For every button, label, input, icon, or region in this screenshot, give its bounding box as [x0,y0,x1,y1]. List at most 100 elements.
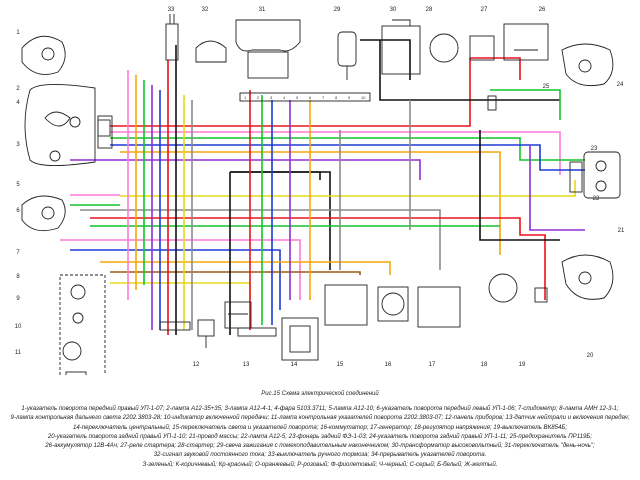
callout-number: 5 [16,182,20,188]
connector-pin-number: 10 [361,95,366,100]
connector-pin-number: 8 [335,95,338,100]
legend-line: 32-сигнал звуковой постоянного тока; 33-… [153,451,487,459]
legend-line: 20-указатель поворота задний правый УП-1… [47,432,593,440]
wire-black-right [360,39,560,101]
handbrake-switch [165,14,179,61]
front-right-turn-signal [21,35,66,75]
wire-blue-lower [70,249,281,310]
wire-green-upper [110,137,585,161]
wire-green-right [490,89,561,120]
wire-orange-upper [120,151,501,255]
connector-right [569,161,583,193]
callout-number: 23 [591,146,598,152]
callout-number: 30 [390,7,397,13]
connector-bottom-mid [237,327,277,337]
legend-line: З-зеленый; К-коричневый; Кр-красный; О-о… [142,460,498,468]
wire-red-lower [90,217,546,300]
callout-number: 3 [16,142,20,148]
callout-number: 21 [618,228,625,234]
connector-left [97,115,113,149]
callout-number: 32 [202,7,209,13]
callout-number: 4 [16,100,20,106]
connector-pin-number: 3 [270,95,273,100]
legend-line: 1-указатель поворота передний правый УП-… [21,405,619,412]
wire-pink-lower [60,239,301,300]
spark-plug [337,31,357,80]
connector-pin-number: 9 [348,95,351,100]
connector-pin-number: 1 [244,95,247,100]
day-night-switch [235,19,301,79]
callout-number: 27 [481,7,488,13]
connector-pin-number: 4 [283,95,286,100]
callout-number: 33 [168,7,175,13]
wire-yellow-mid [120,180,576,197]
wire-blue-upper [110,144,585,171]
callout-number: 10 [15,324,22,330]
generator [377,286,409,322]
legend-line: 9-лампа контрольная дальнего света 2202.… [10,414,630,422]
horn [195,40,227,63]
wire-red-right [470,57,521,80]
callout-number: 6 [16,208,20,214]
callout-number: 7 [16,250,20,256]
callout-number: 20 [587,353,594,359]
wire-purple-right [529,145,585,231]
connector-top [239,92,371,102]
switch-vk854b [534,287,548,303]
neutral-sensor [197,319,215,348]
component-legend: 1-указатель поворота передний правый УП-… [2,404,638,469]
wire-black-main [229,171,321,335]
wire-brown [110,271,361,275]
starter [429,33,459,63]
callout-number: 2 [16,86,20,92]
legend-line: 26-аккумулятор 12В-4Ач; 27-реле стартера… [45,442,595,450]
battery [503,23,549,61]
callout-number: 18 [481,362,488,368]
callout-number: 28 [426,7,433,13]
ignition-coil [381,19,421,75]
callout-number: 17 [429,362,436,368]
callout-number: 15 [337,362,344,368]
instrument-panel [59,274,106,375]
callout-number: 8 [16,274,20,280]
legend-line: 14-переключатель центральный; 15-переклю… [72,423,568,431]
light-switch [281,317,319,361]
callout-number: 22 [593,196,600,202]
callout-number: 31 [259,7,266,13]
callout-number: 11 [15,350,22,356]
wire-red-upper [110,58,471,127]
wire-grey-mid [80,209,441,270]
callout-number: 12 [193,362,200,368]
wire-black-rightvert [479,130,560,241]
connector-pin-number: 7 [322,95,325,100]
central-switch [224,301,252,329]
commutator [324,284,368,326]
connector-bottom-left [159,321,191,331]
wire-yellow-lower [110,282,251,300]
callout-number: 14 [291,362,298,368]
callout-number: 9 [16,296,20,302]
wire-purple-mid [70,159,421,180]
fuse [487,95,497,111]
rear-right-turn-signal [561,43,614,87]
rear-lamp [583,151,621,199]
wiring-diagram: 1234567891011333231293028272625242322212… [15,7,625,375]
components [21,14,621,375]
callout-number: 1 [16,30,20,36]
callout-number: 24 [617,82,624,88]
callout-number: 16 [385,362,392,368]
rear-left-turn-signal [561,254,614,300]
starter-relay [469,35,495,61]
connector-pin-number: 5 [296,95,299,100]
front-left-turn-signal [21,195,66,232]
connector-pin-number: 2 [257,95,260,100]
callout-number: 25 [543,84,550,90]
callout-number: 19 [519,362,526,368]
callout-number: 29 [334,7,341,13]
figure-caption: Рис.15 Схема электрической соединений [261,391,379,397]
connector-pin-number: 6 [309,95,312,100]
headlight [24,83,111,167]
turn-flasher [488,273,518,303]
callout-number: 26 [539,7,546,13]
